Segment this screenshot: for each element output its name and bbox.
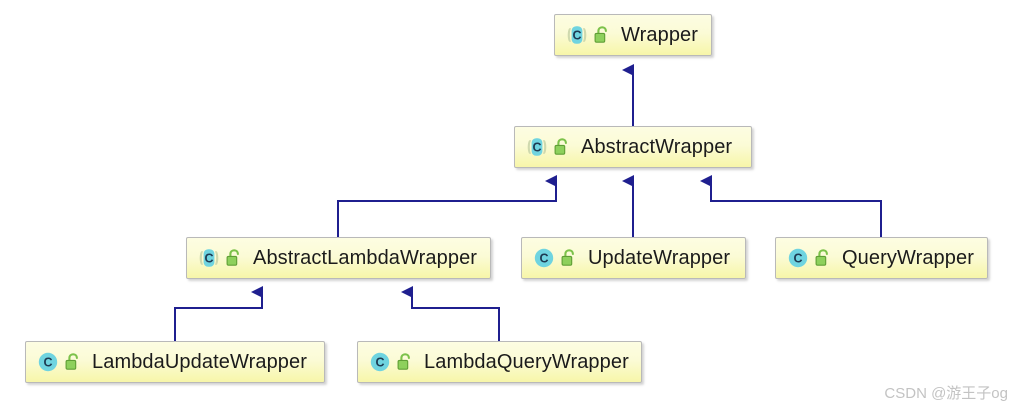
- abstract-class-icon: C: [567, 26, 587, 44]
- class-name-label: LambdaUpdateWrapper: [92, 351, 307, 373]
- class-node-wrapper[interactable]: C Wrapper: [554, 14, 712, 56]
- node-icon-group: C: [37, 351, 81, 373]
- unlock-icon: [226, 249, 239, 266]
- class-name-label: LambdaQueryWrapper: [424, 351, 629, 373]
- class-icon: C: [788, 248, 808, 268]
- abstract-class-icon: C: [199, 249, 219, 267]
- class-node-updatewrapper[interactable]: C UpdateWrapper: [521, 237, 746, 279]
- svg-text:C: C: [43, 356, 52, 370]
- node-icon-group: C: [526, 136, 570, 158]
- unlock-icon: [65, 353, 78, 370]
- svg-text:C: C: [539, 252, 548, 266]
- node-icon-group: C: [787, 247, 831, 269]
- edge-querywrapper-abstractwrapper: [700, 175, 882, 237]
- node-icon-group: C: [198, 247, 242, 269]
- class-node-querywrapper[interactable]: C QueryWrapper: [775, 237, 988, 279]
- node-icon-group: C: [533, 247, 577, 269]
- class-name-label: Wrapper: [621, 24, 699, 46]
- unlock-icon: [594, 26, 607, 43]
- class-node-abstractlambdawrapper[interactable]: C AbstractLambdaWrapper: [186, 237, 491, 279]
- class-name-label: UpdateWrapper: [588, 247, 731, 269]
- svg-text:C: C: [375, 356, 384, 370]
- class-node-lambdaupdatewrapper[interactable]: C LambdaUpdateWrapper: [25, 341, 325, 383]
- class-icon: C: [38, 352, 58, 372]
- watermark: CSDN @游王子og: [884, 385, 1008, 402]
- abstract-class-icon: C: [527, 138, 547, 156]
- class-name-label: QueryWrapper: [842, 247, 974, 269]
- class-name-label: AbstractLambdaWrapper: [253, 247, 478, 269]
- edge-lambdaquerywrapper-abstractlambdawrapper: [401, 286, 500, 341]
- svg-text:C: C: [572, 29, 581, 43]
- unlock-icon: [815, 249, 828, 266]
- class-node-abstractwrapper[interactable]: C AbstractWrapper: [514, 126, 752, 168]
- node-icon-group: C: [566, 24, 610, 46]
- svg-text:C: C: [793, 252, 802, 266]
- unlock-icon: [397, 353, 410, 370]
- unlock-icon: [554, 138, 567, 155]
- unlock-icon: [561, 249, 574, 266]
- class-icon: C: [534, 248, 554, 268]
- node-icon-group: C: [369, 351, 413, 373]
- class-name-label: AbstractWrapper: [581, 136, 733, 158]
- edge-abstractlambdawrapper-abstractwrapper: [337, 175, 557, 237]
- svg-text:C: C: [204, 252, 213, 266]
- class-node-lambdaquerywrapper[interactable]: C LambdaQueryWrapper: [357, 341, 642, 383]
- edge-lambdaupdatewrapper-abstractlambdawrapper: [174, 286, 263, 341]
- class-icon: C: [370, 352, 390, 372]
- svg-text:C: C: [532, 141, 541, 155]
